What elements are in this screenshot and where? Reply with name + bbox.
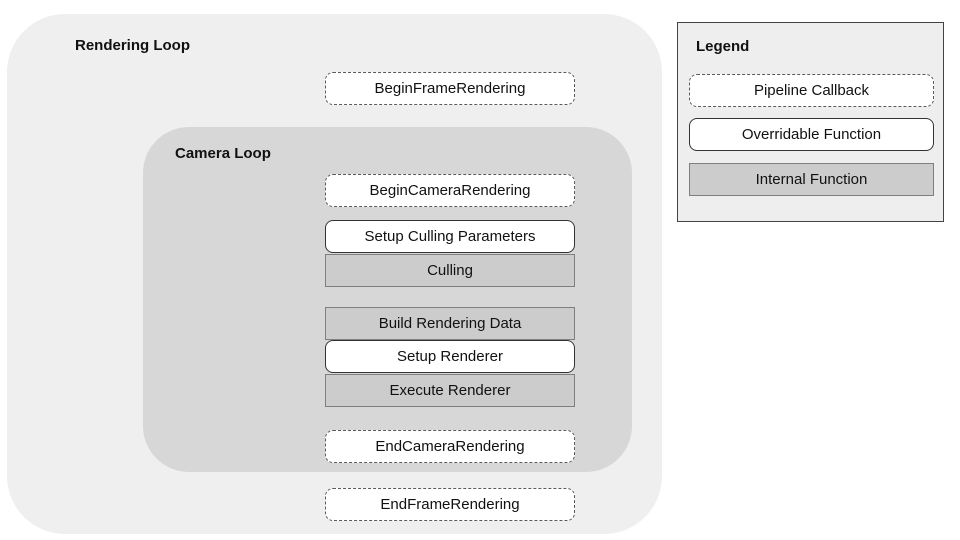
- node-culling: Culling: [325, 254, 575, 287]
- node-setup-renderer: Setup Renderer: [325, 340, 575, 373]
- node-end-camera-rendering: EndCameraRendering: [325, 430, 575, 463]
- camera-loop-title: Camera Loop: [175, 145, 271, 162]
- legend-item-overridable-function: Overridable Function: [689, 118, 934, 151]
- node-begin-frame-rendering: BeginFrameRendering: [325, 72, 575, 105]
- legend-item-internal-function: Internal Function: [689, 163, 934, 196]
- legend-title: Legend: [696, 38, 750, 55]
- legend-item-pipeline-callback: Pipeline Callback: [689, 74, 934, 107]
- node-build-rendering-data: Build Rendering Data: [325, 307, 575, 340]
- rendering-loop-title: Rendering Loop: [75, 37, 190, 54]
- node-end-frame-rendering: EndFrameRendering: [325, 488, 575, 521]
- node-begin-camera-rendering: BeginCameraRendering: [325, 174, 575, 207]
- legend-panel: Legend Pipeline Callback Overridable Fun…: [677, 22, 944, 222]
- node-execute-renderer: Execute Renderer: [325, 374, 575, 407]
- node-setup-culling-parameters: Setup Culling Parameters: [325, 220, 575, 253]
